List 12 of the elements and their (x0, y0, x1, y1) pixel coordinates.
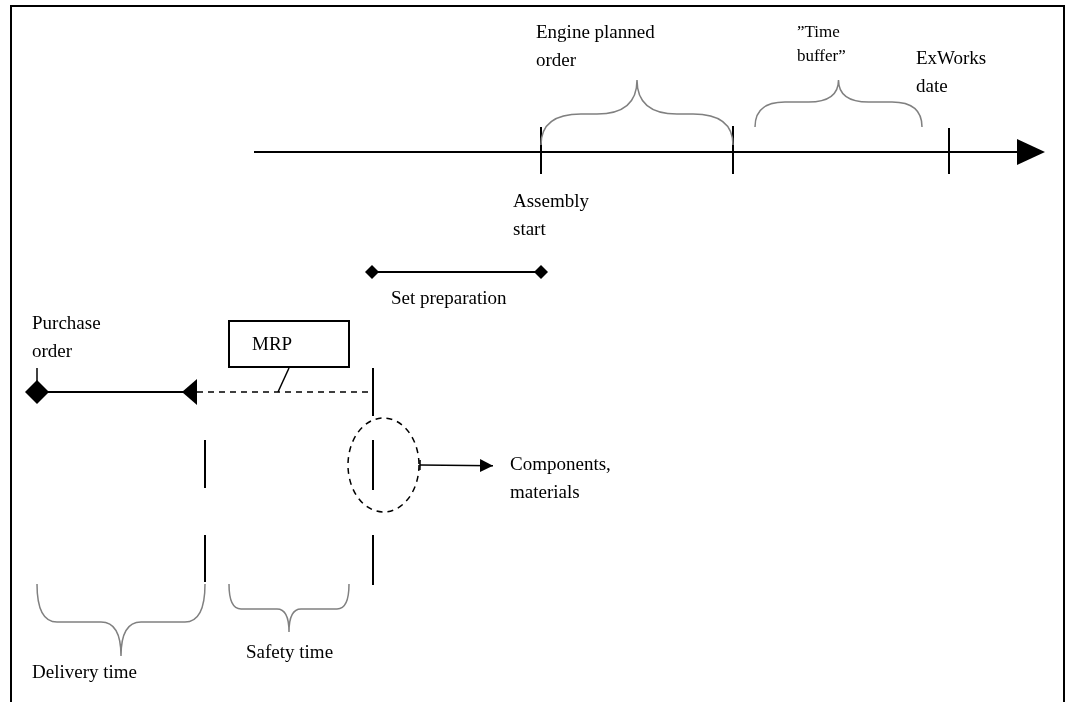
span-label: ”Time buffer” (797, 21, 847, 67)
milestone-label: Assembly start (513, 189, 590, 241)
span-label: Set preparation (391, 286, 508, 310)
span-label: Delivery time (32, 660, 138, 684)
milestone-label: ExWorks date (916, 46, 988, 98)
leader-line (277, 367, 290, 393)
milestone-label: Purchase order (32, 311, 102, 363)
node-label: Components, materials (510, 452, 612, 504)
span-label: Safety time (246, 640, 335, 664)
process-box: MRP (228, 320, 350, 368)
arrow (419, 459, 494, 473)
span-label: Engine planned order (536, 20, 656, 72)
